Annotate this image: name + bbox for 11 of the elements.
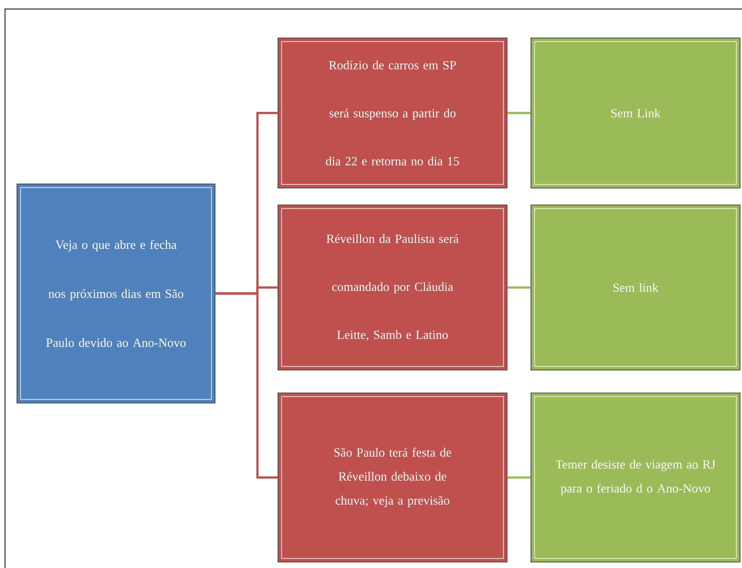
link-box: Temer desiste de viagem ao RJ para o feriado d o Ano-Novo [530, 392, 740, 562]
connector [507, 476, 531, 479]
connector [507, 112, 531, 114]
topic-box: Veja o que abre e fecha nos próximos dias em São Paulo devido ao Ano-Novo [16, 184, 216, 404]
connector [507, 286, 531, 289]
link-box: Sem link [530, 204, 740, 370]
news-box: São Paulo terá festa de Réveillon debaixo de chuva; veja a previsão [278, 392, 508, 562]
connector [215, 292, 278, 479]
link-box: Sem Link [530, 38, 740, 188]
news-box: Réveillon da Paulista será comandado por Cláudia Leitte, Samb e Latino [278, 204, 508, 370]
news-box: Rodízio de carros em SP será suspenso a partir do dia 22 e retorna no dia 15 [278, 38, 508, 188]
